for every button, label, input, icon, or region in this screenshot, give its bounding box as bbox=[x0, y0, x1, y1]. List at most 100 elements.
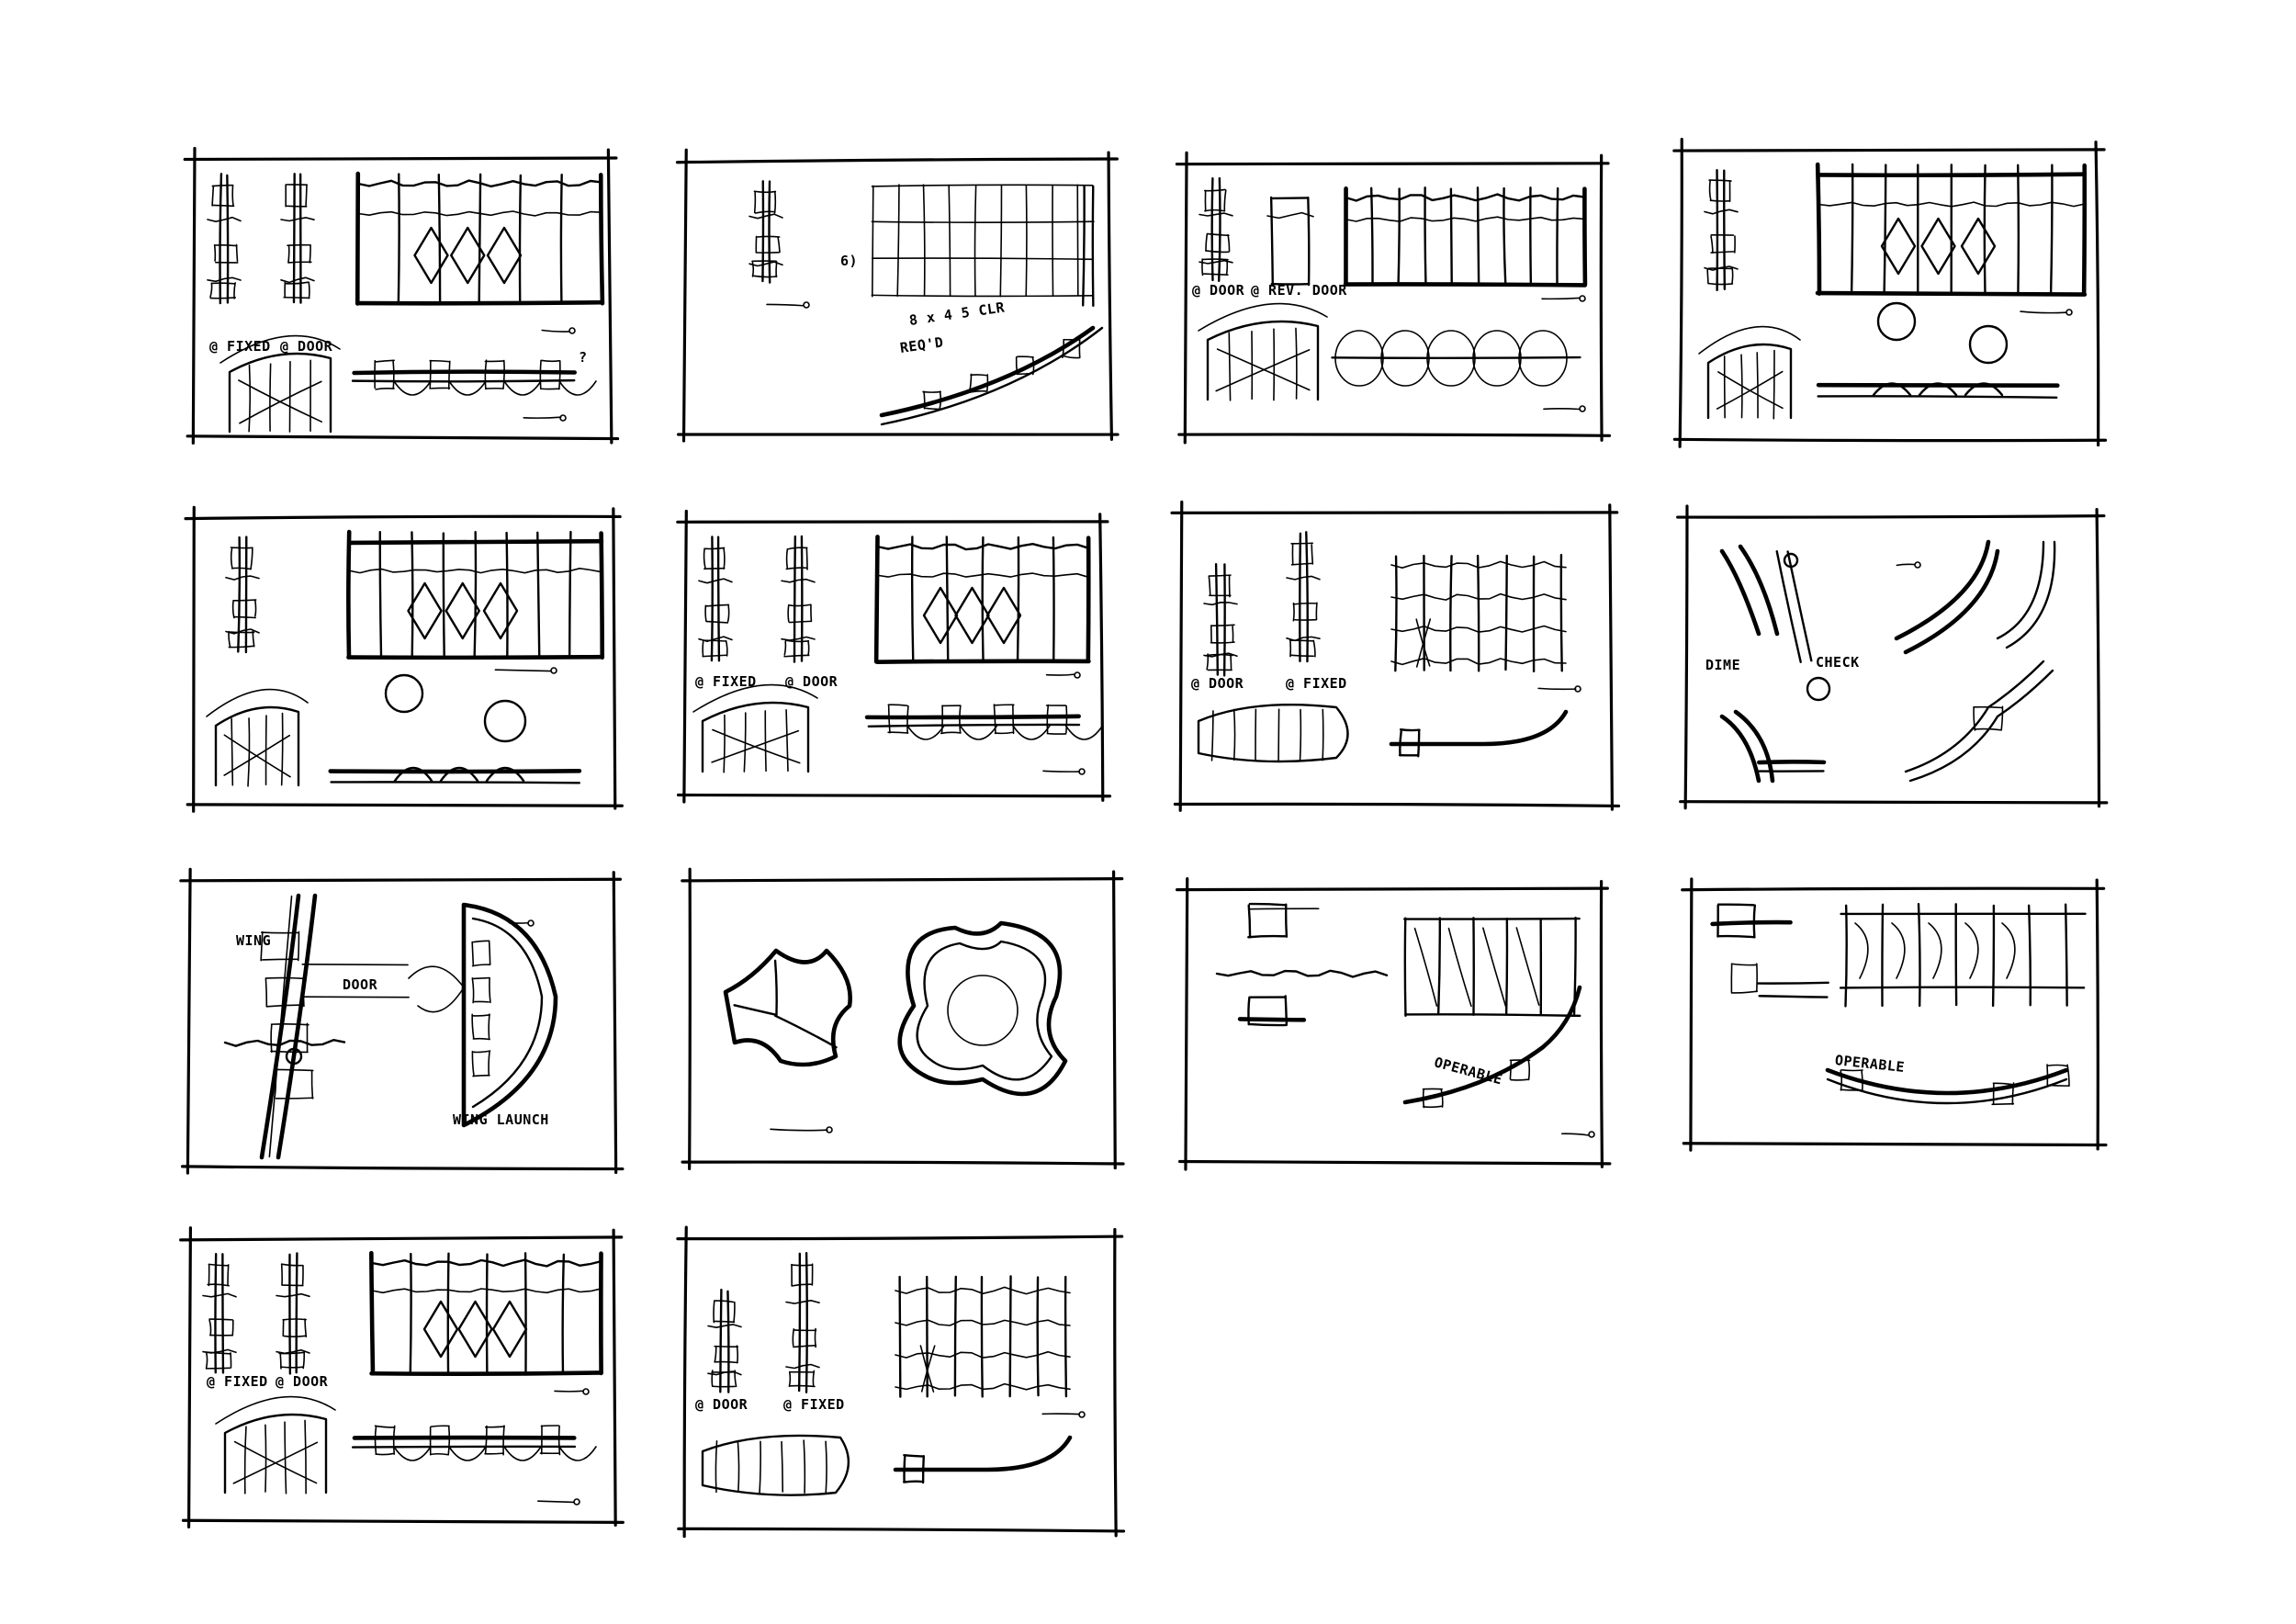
door-swing bbox=[959, 725, 998, 740]
sketch-stroke bbox=[919, 1345, 935, 1393]
fixed-detail bbox=[208, 1319, 212, 1336]
fixed-detail bbox=[710, 536, 714, 662]
sketch-stroke bbox=[1775, 550, 1802, 663]
perspective bbox=[1698, 325, 1801, 355]
elevation bbox=[397, 173, 400, 304]
sketch-stroke bbox=[472, 1074, 490, 1077]
fixed-detail bbox=[705, 620, 729, 624]
scale-dot bbox=[826, 1126, 833, 1133]
door-swing bbox=[558, 380, 597, 396]
diamond-panel bbox=[445, 581, 480, 640]
wing-frame bbox=[270, 1024, 273, 1054]
perspective bbox=[214, 705, 300, 787]
panel-1-label-question: ? bbox=[579, 349, 588, 366]
panel-frame-bottom bbox=[681, 1160, 1125, 1166]
panel-4-drawing bbox=[1672, 138, 2108, 448]
panel-frame-top bbox=[183, 156, 618, 162]
sketch-stroke bbox=[1757, 760, 1827, 765]
fixed-detail bbox=[280, 276, 315, 284]
detail bbox=[230, 547, 233, 570]
door-detail bbox=[713, 1300, 735, 1303]
fixed-detail bbox=[1290, 654, 1314, 658]
wing-launch-plan bbox=[471, 917, 544, 1109]
wing-frame bbox=[270, 1022, 310, 1026]
sketch-panel-12: OPERABLE bbox=[1681, 877, 2108, 1152]
elevation bbox=[478, 173, 482, 304]
panel-14-label-fixed: @ FIXED bbox=[783, 1396, 845, 1413]
elevation bbox=[523, 1252, 527, 1375]
plan-strip bbox=[1065, 705, 1068, 734]
detail bbox=[1247, 934, 1287, 939]
door-detail bbox=[1205, 250, 1230, 254]
fixed-detail bbox=[725, 639, 728, 657]
door-detail bbox=[304, 1318, 308, 1338]
grid-transom bbox=[871, 220, 1095, 223]
sketch-stroke bbox=[471, 1014, 490, 1017]
sketch-stroke bbox=[488, 1051, 490, 1077]
door-detail bbox=[1210, 641, 1235, 644]
fixed-detail bbox=[1290, 542, 1313, 545]
elevation bbox=[559, 174, 563, 305]
panel-frame-left bbox=[192, 505, 196, 813]
sketch-stroke bbox=[1973, 705, 1976, 731]
mullion bbox=[1036, 1276, 1040, 1397]
trefoil-plan bbox=[897, 920, 1068, 1097]
diamond-panel bbox=[1960, 217, 1997, 276]
sketch-stroke bbox=[472, 976, 490, 980]
door-detail bbox=[805, 547, 808, 570]
sketch-stroke bbox=[1861, 1069, 1863, 1091]
plan-strip bbox=[541, 359, 560, 363]
grid-mullion bbox=[871, 185, 874, 298]
wavy-line bbox=[1266, 211, 1314, 220]
elevation bbox=[1449, 187, 1453, 287]
scale-bar bbox=[494, 669, 552, 672]
perspective bbox=[764, 710, 767, 773]
perspective bbox=[1206, 320, 1320, 401]
operable-indicator bbox=[1928, 922, 1942, 979]
detail bbox=[1723, 169, 1727, 290]
diamond-panel bbox=[491, 1300, 528, 1359]
sketch-stroke bbox=[1399, 729, 1402, 757]
elevation bbox=[442, 532, 445, 659]
curved-glass-perspective bbox=[1197, 703, 1349, 763]
scale-dot bbox=[1579, 405, 1586, 412]
grid-transom bbox=[871, 184, 1094, 187]
scale-dot bbox=[568, 327, 576, 334]
sketch-stroke bbox=[920, 1345, 936, 1393]
door-swing bbox=[503, 1446, 542, 1461]
plan-strip bbox=[940, 731, 962, 735]
plan-strip bbox=[540, 1425, 559, 1427]
elevation bbox=[1052, 536, 1055, 663]
mullion bbox=[1064, 1275, 1068, 1398]
panel-frame-right bbox=[612, 1228, 617, 1528]
fixed-detail bbox=[793, 1344, 817, 1348]
fixed-detail bbox=[788, 1370, 792, 1388]
mullion bbox=[1403, 917, 1407, 1018]
panel-frame-right bbox=[1098, 513, 1105, 802]
panel-frame-top bbox=[184, 514, 622, 521]
sketch-panel-8: DIME CHECK bbox=[1676, 504, 2109, 810]
scale-dot bbox=[1078, 1411, 1086, 1418]
fixed-detail bbox=[1286, 636, 1321, 642]
detail bbox=[761, 180, 765, 283]
fixed-detail bbox=[704, 604, 707, 623]
sketch-stroke bbox=[733, 1004, 778, 1017]
panel-frame-top bbox=[179, 1235, 624, 1242]
door-detail bbox=[1209, 574, 1232, 577]
sketch-stroke bbox=[903, 1480, 925, 1483]
panel-frame-right bbox=[1599, 153, 1604, 442]
door-detail bbox=[209, 297, 236, 299]
sketch-stroke bbox=[2000, 705, 2004, 730]
revolving-door bbox=[483, 699, 527, 743]
panel-frame-bottom bbox=[1682, 1142, 2108, 1147]
panel-frame-right bbox=[2095, 878, 2099, 1151]
perspective bbox=[247, 717, 251, 787]
fixed-detail bbox=[1315, 602, 1318, 621]
scale-dot bbox=[527, 919, 535, 927]
scale-bar bbox=[1541, 297, 1581, 300]
sketch-stroke bbox=[1510, 1078, 1530, 1081]
scale-bar bbox=[1041, 1413, 1080, 1415]
scale-bar bbox=[1045, 673, 1075, 676]
sketch-stroke bbox=[1091, 185, 1095, 308]
mullion bbox=[1008, 1275, 1012, 1398]
